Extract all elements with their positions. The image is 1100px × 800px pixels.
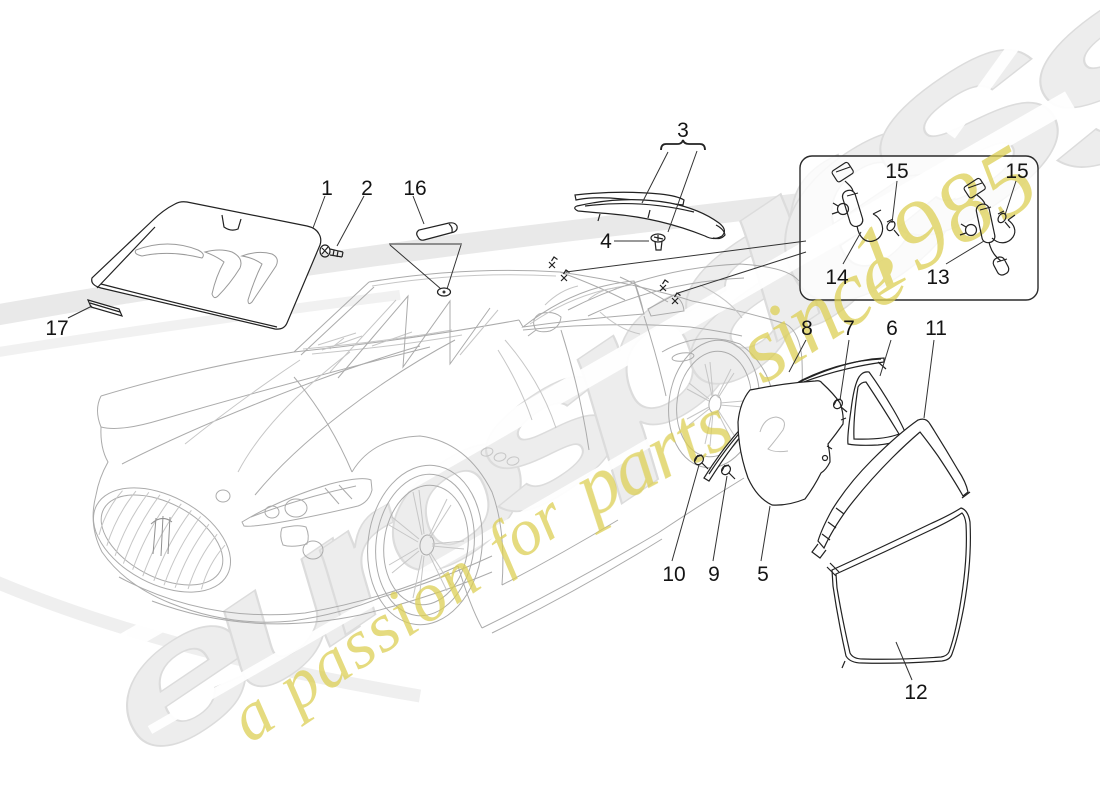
svg-text:10: 10 bbox=[662, 563, 685, 586]
svg-text:2: 2 bbox=[361, 177, 373, 200]
svg-text:9: 9 bbox=[708, 563, 720, 586]
svg-text:4: 4 bbox=[600, 230, 612, 253]
svg-text:8: 8 bbox=[801, 317, 813, 340]
svg-text:5: 5 bbox=[757, 563, 769, 586]
svg-text:15: 15 bbox=[885, 160, 908, 183]
svg-text:3: 3 bbox=[677, 119, 689, 142]
svg-text:16: 16 bbox=[403, 177, 426, 200]
svg-text:6: 6 bbox=[886, 317, 898, 340]
svg-text:11: 11 bbox=[925, 317, 947, 340]
svg-text:15: 15 bbox=[1005, 160, 1028, 183]
svg-text:14: 14 bbox=[825, 266, 849, 289]
svg-text:17: 17 bbox=[45, 317, 68, 340]
svg-text:7: 7 bbox=[843, 317, 855, 340]
svg-text:13: 13 bbox=[926, 266, 949, 289]
svg-text:1: 1 bbox=[321, 177, 333, 200]
svg-text:12: 12 bbox=[904, 681, 927, 704]
